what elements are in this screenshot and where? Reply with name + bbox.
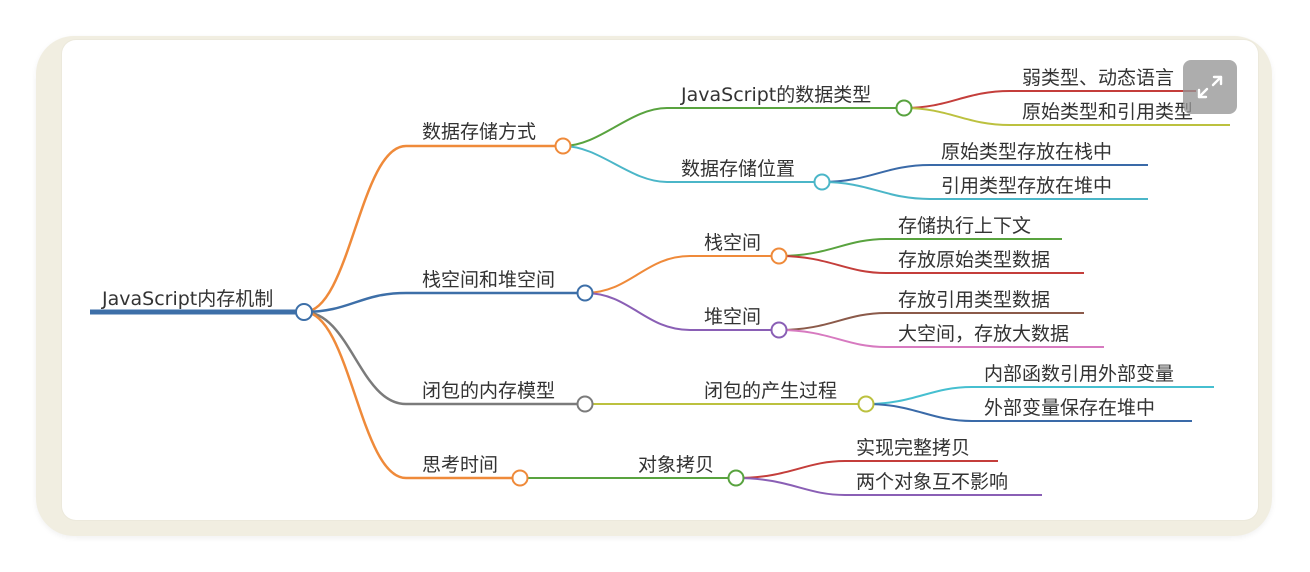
leaf-primitive-ref-link — [903, 107, 1230, 126]
sub-heap-link — [584, 292, 779, 331]
root-collapse-node[interactable] — [295, 303, 313, 321]
leaf-outer-heap-link — [865, 403, 1192, 422]
closure-process-collapse-node[interactable] — [857, 395, 875, 413]
branch-stackheap-link — [303, 291, 585, 314]
leaf-ref-heap-link — [821, 181, 1148, 200]
leaf-weaktype-label: 弱类型、动态语言 — [1022, 67, 1174, 89]
leaf-primitive-stack-label: 原始类型存放在栈中 — [941, 141, 1112, 163]
branch-think-link — [303, 310, 520, 480]
storage-collapse-node[interactable] — [554, 137, 572, 155]
mindmap-card — [62, 40, 1258, 520]
leaf-inner-ref-link — [865, 386, 1214, 405]
leaf-stack-primitive-link — [778, 255, 1084, 274]
leaf-big-space-label: 大空间，存放大数据 — [898, 323, 1069, 345]
leaf-independent-label: 两个对象互不影响 — [856, 471, 1008, 493]
leaf-heap-ref-label: 存放引用类型数据 — [898, 289, 1050, 311]
sub-stack-label: 栈空间 — [704, 232, 761, 254]
branch-storage-link — [303, 144, 563, 314]
leaf-full-copy-link — [735, 460, 998, 479]
branch-storage-label: 数据存储方式 — [422, 121, 536, 143]
datatypes-collapse-node[interactable] — [895, 99, 913, 117]
stackheap-collapse-node[interactable] — [576, 284, 594, 302]
sub-location-link — [562, 145, 822, 183]
branch-closure-label: 闭包的内存模型 — [422, 380, 555, 402]
heap-collapse-node[interactable] — [770, 321, 788, 339]
leaf-weaktype-link — [903, 90, 1196, 109]
sub-datatypes-link — [562, 107, 904, 147]
leaf-outer-heap-label: 外部变量保存在堆中 — [984, 397, 1155, 419]
sub-copy-label: 对象拷贝 — [638, 454, 714, 476]
closure-collapse-node[interactable] — [576, 395, 594, 413]
leaf-exec-context-link — [778, 238, 1062, 257]
leaf-big-space-link — [778, 329, 1104, 348]
branch-stackheap-label: 栈空间和堆空间 — [422, 269, 555, 291]
sub-location-label: 数据存储位置 — [681, 158, 795, 180]
leaf-exec-context-label: 存储执行上下文 — [898, 215, 1031, 237]
expand-button[interactable] — [1183, 60, 1237, 114]
sub-heap-label: 堆空间 — [704, 306, 761, 328]
expand-icon — [1197, 75, 1223, 99]
sub-stack-link — [584, 255, 779, 294]
copy-collapse-node[interactable] — [727, 469, 745, 487]
branch-think-label: 思考时间 — [422, 454, 498, 476]
sub-datatypes-label: JavaScript的数据类型 — [680, 84, 871, 106]
leaf-full-copy-label: 实现完整拷贝 — [856, 437, 970, 459]
sub-closure-process-label: 闭包的产生过程 — [704, 380, 837, 402]
think-collapse-node[interactable] — [511, 469, 529, 487]
leaf-heap-ref-link — [778, 312, 1084, 331]
leaf-inner-ref-label: 内部函数引用外部变量 — [984, 363, 1174, 385]
leaf-ref-heap-label: 引用类型存放在堆中 — [941, 175, 1112, 197]
leaf-stack-primitive-label: 存放原始类型数据 — [898, 249, 1050, 271]
root-label: JavaScript内存机制 — [101, 288, 273, 310]
leaf-independent-link — [735, 477, 1042, 496]
branch-closure-link — [303, 310, 585, 406]
leaf-primitive-stack-link — [821, 164, 1148, 183]
stack-collapse-node[interactable] — [770, 247, 788, 265]
location-collapse-node[interactable] — [813, 173, 831, 191]
leaf-primitive-ref-label: 原始类型和引用类型 — [1022, 101, 1193, 123]
